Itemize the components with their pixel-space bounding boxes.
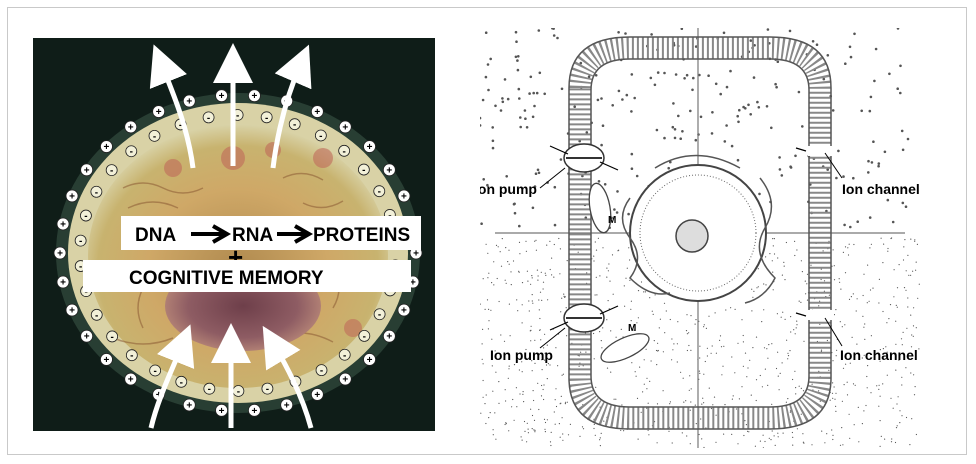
charge-symbol: +: [401, 191, 407, 202]
charge-symbol: -: [79, 262, 82, 273]
label-mito-lower: M: [628, 323, 636, 334]
charge-symbol: +: [128, 122, 134, 133]
charge-symbol: +: [186, 97, 192, 108]
charge-symbol: -: [153, 366, 156, 377]
nucleolus: [676, 220, 708, 252]
charge-symbol: +: [367, 355, 373, 366]
charge-symbol: -: [342, 146, 345, 157]
charge-symbol: -: [208, 384, 211, 395]
cell-illustration-panel: +-+-+-+-+-+-+-+-+-+-+-+-+-+-+-+-+-+-+-+-…: [33, 38, 435, 431]
charge-symbol: -: [266, 384, 269, 395]
charge-symbol: -: [110, 166, 113, 177]
charge-symbol: -: [79, 236, 82, 247]
charge-symbol: +: [104, 355, 110, 366]
charge-symbol: +: [413, 249, 419, 260]
charge-symbol: -: [378, 310, 381, 321]
charge-symbol: -: [130, 147, 133, 158]
charge-symbol: -: [236, 111, 239, 122]
label-proteins: PROTEINS: [313, 225, 410, 246]
label-cognitive-memory: COGNITIVE MEMORY: [129, 268, 324, 289]
label-dna: DNA: [135, 225, 176, 246]
charge-symbol: -: [265, 113, 268, 124]
charge-symbol: -: [110, 332, 113, 343]
leader-ion-channel-upper: [825, 153, 842, 178]
charge-symbol: -: [153, 131, 156, 142]
charge-symbol: +: [84, 165, 90, 176]
mitochondrion-upper: [586, 182, 614, 235]
charge-symbol: +: [60, 219, 66, 230]
charge-symbol: +: [401, 306, 407, 317]
charge-symbol: -: [237, 386, 240, 397]
charge-symbol: +: [252, 406, 258, 417]
charge-symbol: +: [314, 107, 320, 118]
mitochondrion-lower: [597, 328, 653, 368]
charge-symbol: +: [60, 278, 66, 289]
charge-symbol: +: [284, 400, 290, 411]
charge-symbol: +: [342, 375, 348, 386]
cell-illustration: +-+-+-+-+-+-+-+-+-+-+-+-+-+-+-+-+-+-+-+-…: [33, 38, 435, 431]
charge-symbol: +: [69, 306, 75, 317]
label-ion-pump-upper: Ion pump: [480, 181, 537, 197]
charge-symbol: +: [342, 122, 348, 133]
charge-symbol: +: [219, 91, 225, 102]
charge-symbol: -: [130, 351, 133, 362]
leader-ion-pump-lower: [540, 328, 565, 348]
ion-channel-gap-upper: [808, 146, 834, 156]
charge-symbol: -: [319, 131, 322, 142]
ion-pump-upper: [550, 144, 618, 172]
charge-symbol: +: [128, 375, 134, 386]
charge-symbol: -: [378, 187, 381, 198]
charge-symbol: -: [363, 331, 366, 342]
ion-channel-gap-lower: [808, 310, 834, 320]
charge-symbol: +: [69, 191, 75, 202]
label-ion-pump-lower: Ion pump: [490, 347, 553, 363]
charge-symbol: +: [367, 142, 373, 153]
charge-symbol: +: [84, 332, 90, 343]
charge-symbol: +: [104, 142, 110, 153]
charge-symbol: -: [320, 366, 323, 377]
charge-symbol: -: [84, 211, 87, 222]
charge-symbol: -: [95, 187, 98, 198]
charge-symbol: +: [156, 107, 162, 118]
charge-symbol: -: [343, 350, 346, 361]
ion-channel-arrow-lower: [796, 313, 806, 316]
label-mito-upper: M: [608, 215, 616, 226]
label-ion-channel-lower: Ion channel: [840, 347, 918, 363]
charge-symbol: -: [362, 165, 365, 176]
label-ion-channel-upper: Ion channel: [842, 181, 920, 197]
cell-schematic-panel: M M Ion pump Ion pump Ion channel I: [480, 28, 930, 448]
charge-symbol: -: [293, 120, 296, 131]
charge-symbol: +: [57, 249, 63, 260]
charge-symbol: +: [219, 406, 225, 417]
charge-symbol: -: [180, 377, 183, 388]
cell-schematic: M M Ion pump Ion pump Ion channel I: [480, 28, 930, 448]
charge-symbol: -: [207, 113, 210, 124]
charge-symbol: -: [95, 310, 98, 321]
charge-symbol: +: [252, 91, 258, 102]
leader-ion-pump-upper: [540, 168, 565, 188]
charge-symbol: +: [386, 332, 392, 343]
charge-symbol: +: [314, 390, 320, 401]
ion-channel-arrow-upper: [796, 148, 806, 151]
charge-symbol: +: [186, 400, 192, 411]
charge-symbol: +: [386, 165, 392, 176]
ion-pump-lower: [550, 304, 618, 332]
